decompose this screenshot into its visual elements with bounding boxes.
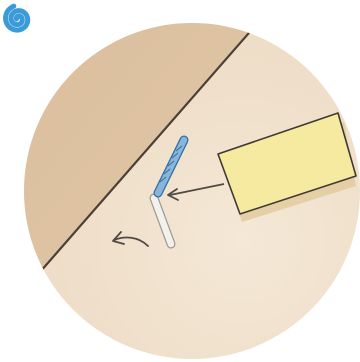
spiral-icon xyxy=(6,6,28,30)
